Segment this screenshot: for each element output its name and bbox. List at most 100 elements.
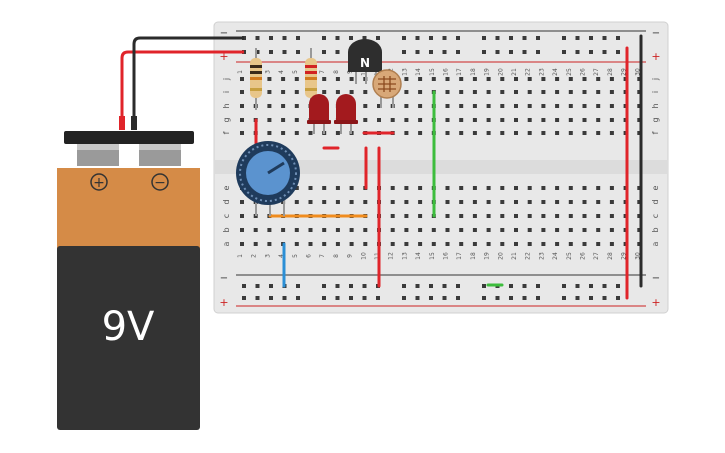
breadboard-hole — [296, 36, 300, 40]
row-label: f — [651, 131, 660, 134]
breadboard-hole — [555, 186, 560, 190]
breadboard-hole — [596, 118, 601, 122]
breadboard-hole — [322, 90, 327, 94]
breadboard-hole — [363, 118, 368, 122]
breadboard-hole — [459, 104, 464, 108]
breadboard-hole — [500, 77, 505, 81]
breadboard-hole — [415, 50, 420, 54]
breadboard-hole — [596, 200, 601, 204]
breadboard-hole — [596, 186, 601, 190]
breadboard-hole — [582, 104, 587, 108]
breadboard-hole — [402, 284, 406, 288]
column-label: 29 — [621, 68, 628, 76]
resistor-1[interactable] — [250, 48, 262, 110]
breadboard-hole — [442, 284, 447, 288]
led-red-2[interactable] — [334, 94, 358, 134]
breadboard-hole — [429, 296, 433, 300]
breadboard-hole — [459, 77, 464, 81]
breadboard-hole — [459, 214, 464, 218]
potentiometer[interactable] — [236, 141, 300, 216]
breadboard-hole — [362, 284, 367, 288]
breadboard-hole — [472, 186, 477, 190]
breadboard-hole — [240, 104, 244, 108]
breadboard-hole — [486, 214, 491, 218]
breadboard-hole — [363, 242, 368, 246]
breadboard-hole — [294, 228, 299, 232]
breadboard-hole — [486, 228, 491, 232]
breadboard-hole — [404, 77, 409, 81]
battery-leads — [119, 36, 244, 130]
breadboard-hole — [415, 284, 420, 288]
breadboard-hole — [514, 214, 518, 218]
breadboard-hole — [240, 131, 244, 135]
breadboard-hole — [377, 104, 381, 108]
breadboard-hole — [415, 36, 420, 40]
column-label: 22 — [525, 68, 532, 76]
breadboard-hole — [308, 242, 313, 246]
column-label: 4 — [278, 70, 285, 74]
breadboard-hole — [495, 50, 500, 54]
breadboard-hole — [376, 36, 380, 40]
breadboard-hole — [472, 118, 477, 122]
breadboard-hole — [514, 90, 518, 94]
breadboard-hole — [596, 228, 601, 232]
breadboard-hole — [527, 214, 532, 218]
breadboard-hole — [500, 104, 505, 108]
breadboard-hole — [582, 228, 587, 232]
column-label: 19 — [484, 68, 491, 76]
breadboard-hole — [582, 200, 587, 204]
column-label: 1 — [237, 70, 244, 74]
battery-9v[interactable]: + − 9V — [57, 131, 200, 430]
breadboard-hole — [472, 214, 477, 218]
breadboard-hole — [486, 200, 491, 204]
row-label: f — [222, 131, 231, 134]
column-label: 8 — [333, 70, 340, 74]
breadboard-hole — [500, 200, 505, 204]
breadboard-hole — [459, 90, 464, 94]
breadboard-hole — [445, 214, 450, 218]
led-red-1[interactable] — [307, 94, 331, 134]
row-label: c — [651, 214, 660, 218]
breadboard-hole — [240, 228, 244, 232]
breadboard-hole — [596, 131, 601, 135]
breadboard-hole — [363, 90, 368, 94]
breadboard-hole — [541, 200, 546, 204]
breadboard-hole — [349, 242, 354, 246]
breadboard-hole — [363, 200, 368, 204]
breadboard-hole — [609, 186, 614, 190]
breadboard-hole — [527, 118, 532, 122]
battery-plus-symbol: + — [93, 175, 105, 191]
row-label: c — [222, 214, 231, 218]
breadboard-hole — [482, 36, 486, 40]
breadboard-hole — [555, 200, 560, 204]
rail-minus-label-tr: − — [652, 28, 660, 39]
breadboard-hole — [609, 118, 614, 122]
breadboard-hole — [442, 36, 447, 40]
column-label: 16 — [443, 252, 450, 260]
breadboard-hole — [294, 90, 299, 94]
row-label: g — [651, 117, 660, 122]
rail-plus-label-bl: + — [219, 296, 228, 309]
breadboard-hole — [445, 77, 450, 81]
breadboard-hole — [294, 131, 299, 135]
breadboard-hole — [322, 228, 327, 232]
breadboard-hole — [390, 228, 395, 232]
breadboard-hole — [308, 200, 313, 204]
breadboard-hole — [500, 90, 505, 94]
breadboard-hole — [253, 228, 258, 232]
column-label: 9 — [347, 254, 354, 258]
row-label: b — [651, 227, 660, 232]
photoresistor[interactable] — [372, 69, 402, 108]
breadboard-hole — [486, 90, 491, 94]
breadboard-hole — [363, 228, 368, 232]
breadboard-hole — [404, 242, 409, 246]
breadboard: 1234567891011121314151617181920212223242… — [213, 21, 669, 314]
breadboard-hole — [335, 131, 340, 135]
breadboard-hole — [472, 242, 477, 246]
breadboard-hole — [514, 131, 518, 135]
breadboard-hole — [637, 242, 642, 246]
column-label: 13 — [401, 68, 408, 76]
column-label: 23 — [538, 252, 545, 260]
breadboard-hole — [527, 77, 532, 81]
breadboard-hole — [240, 214, 244, 218]
